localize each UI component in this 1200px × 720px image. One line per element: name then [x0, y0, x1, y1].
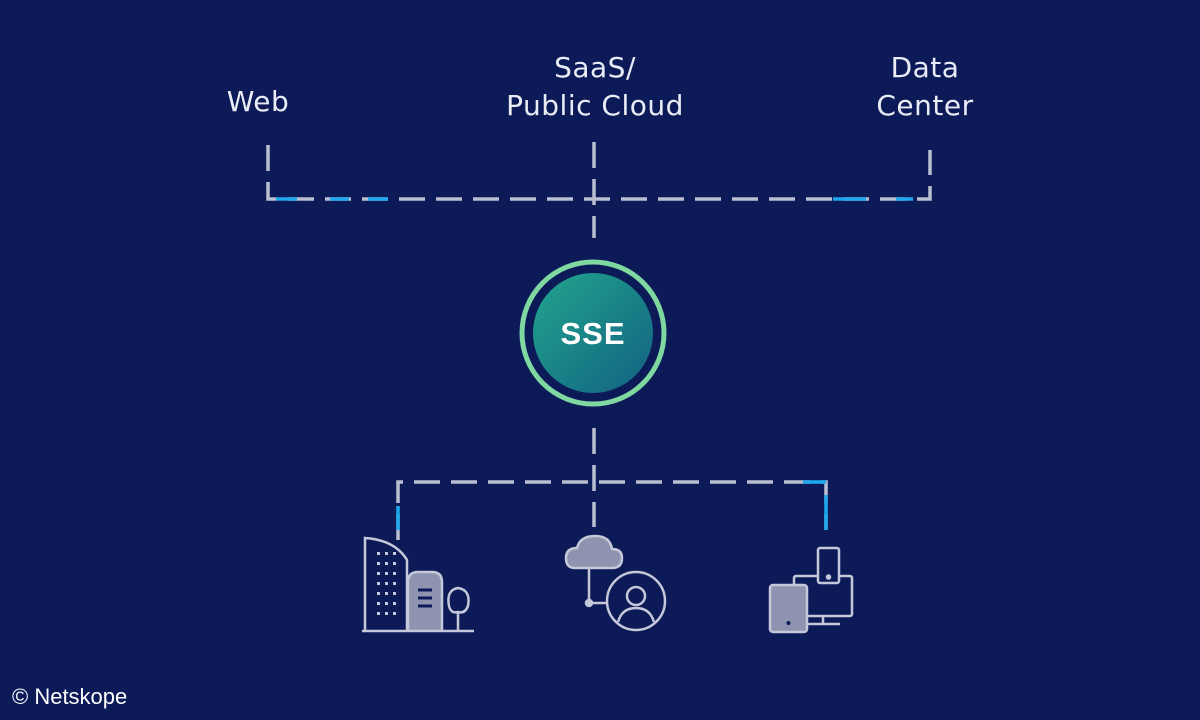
office-buildings-icon [362, 536, 474, 633]
node-label-dc-line-1: Data [890, 51, 960, 84]
node-label-saas-line-2: Public Cloud [506, 89, 684, 122]
sse-outer-ring [519, 259, 667, 407]
node-label-data-center: Data Center [840, 49, 1010, 125]
cloud-user-icon [564, 534, 667, 632]
bottom-branch-line [396, 480, 828, 540]
copyright-notice: © Netskope [12, 684, 128, 709]
node-label-saas-line-1: SaaS/ [554, 51, 636, 84]
node-label-dc-line-2: Center [876, 89, 974, 122]
sse-core [533, 273, 653, 393]
top-connectors [266, 142, 932, 238]
sse-label: SSE [560, 316, 625, 351]
node-label-web-line: Web [226, 85, 290, 118]
devices-icon [768, 546, 854, 634]
sse-node: SSE [519, 259, 667, 407]
node-label-saas-public-cloud: SaaS/ Public Cloud [470, 49, 720, 125]
web-drop-line [266, 145, 932, 201]
bottom-connectors [396, 428, 828, 540]
node-label-web: Web [190, 83, 326, 121]
